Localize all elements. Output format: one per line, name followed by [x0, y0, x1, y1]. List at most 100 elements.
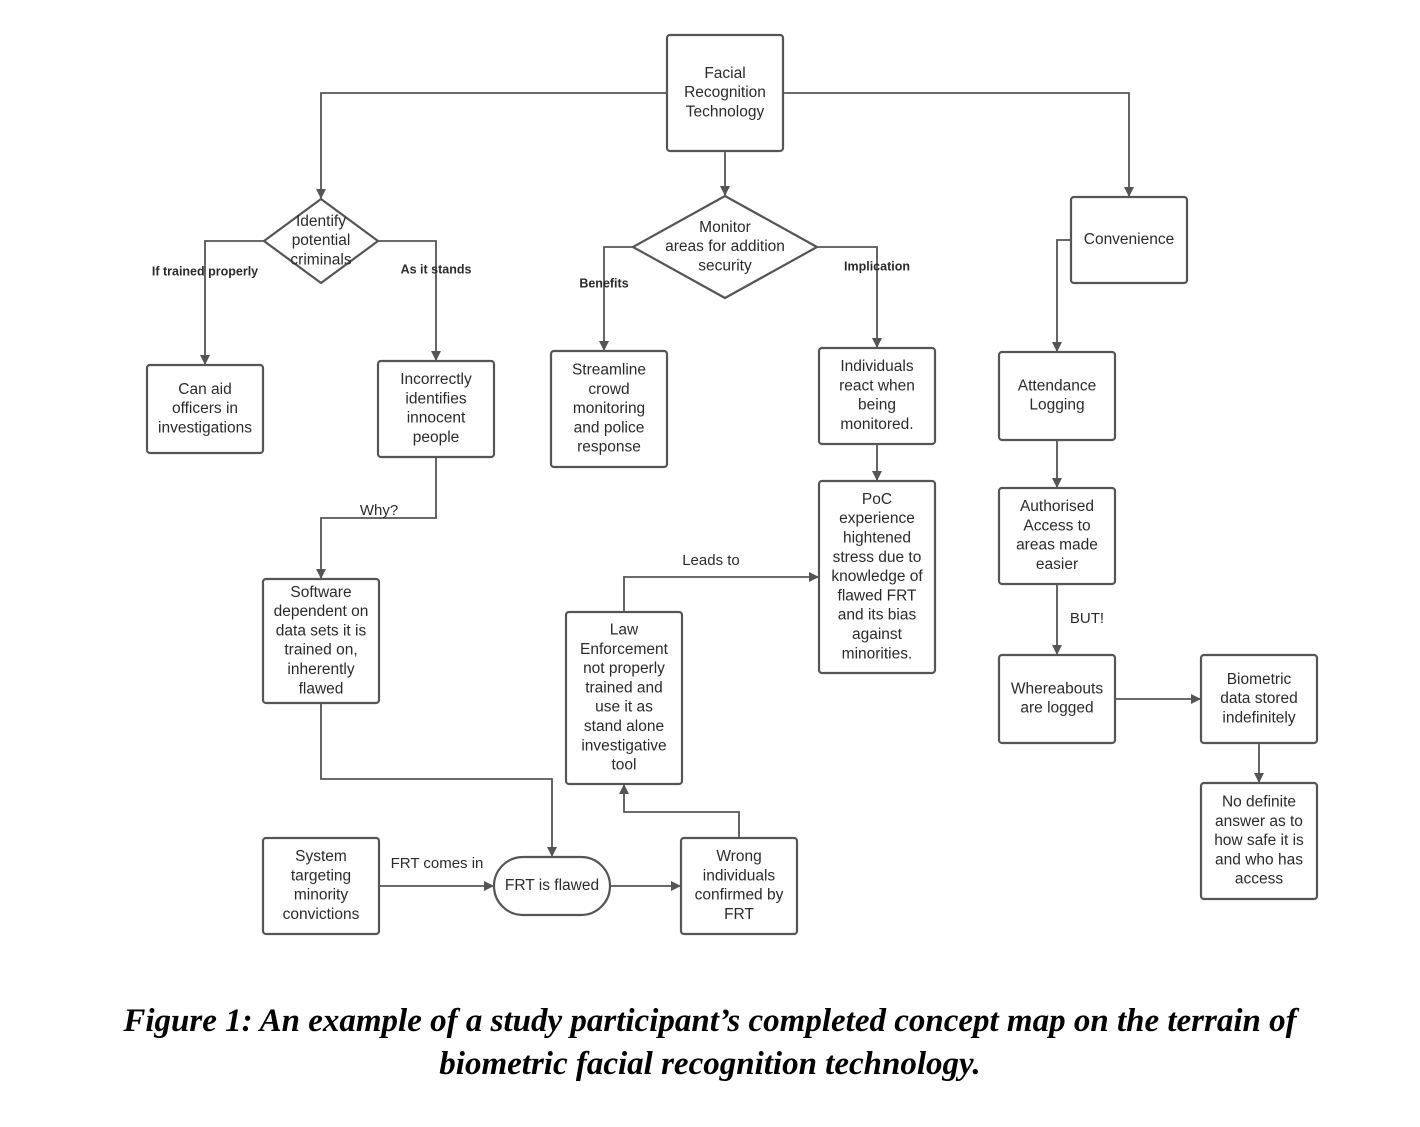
- node-poc-line: flawed FRT: [838, 587, 917, 604]
- node-law-line: trained and: [585, 679, 663, 696]
- node-whereabouts-line: Whereabouts: [1011, 680, 1103, 697]
- node-law-line: use it as: [595, 699, 653, 716]
- node-wrong-line: Wrong: [716, 848, 761, 865]
- node-poc-line: and its bias: [838, 607, 917, 624]
- edge-monitor-to-streamline: [599, 246, 633, 351]
- node-wrong-line: individuals: [703, 867, 776, 884]
- node-wrong-line: FRT: [724, 906, 754, 923]
- node-law-shape: [564, 610, 684, 786]
- node-authorised-line: Authorised: [1020, 498, 1094, 515]
- node-individuals-shape: [817, 346, 937, 446]
- node-no-definite-line: and who has: [1215, 851, 1303, 868]
- node-no-definite-line: how safe it is: [1214, 832, 1304, 849]
- node-software: Software dependent on data sets it is train…: [261, 577, 381, 705]
- node-software-line: flawed: [299, 680, 344, 697]
- edge-convenience-to-attendance: [1052, 239, 1071, 352]
- edge-software-to-flawed: [320, 703, 557, 857]
- node-authorised-line: easier: [1036, 556, 1078, 573]
- node-poc-line: stress due to: [833, 549, 922, 566]
- node-individuals-line: being: [858, 397, 896, 414]
- edge-law-to-poc: [623, 572, 819, 612]
- node-software-line: data sets it is: [276, 622, 367, 639]
- node-individuals: Individuals react when being monitored.: [817, 346, 937, 446]
- node-biometric-line: Biometric: [1227, 671, 1292, 688]
- node-whereabouts: Whereabouts are logged: [997, 653, 1117, 745]
- node-individuals-line: react when: [839, 377, 915, 394]
- node-authorised-line: Access to: [1023, 517, 1090, 534]
- node-software-line: inherently: [287, 661, 354, 678]
- node-poc-line: against: [852, 626, 903, 643]
- node-can-aid-line: investigations: [158, 419, 252, 436]
- node-no-definite-line: access: [1235, 871, 1283, 888]
- node-biometric-line: indefinitely: [1222, 709, 1295, 726]
- node-law-line: tool: [612, 757, 637, 774]
- node-individuals-line: monitored.: [840, 416, 913, 433]
- caption-line-1: Figure 1: An example of a study particip…: [123, 1003, 1297, 1039]
- node-wrong: Wrong individuals confirmed by FRT: [679, 836, 799, 936]
- edge-label-identify-to-incorrectly: As it stands: [401, 262, 472, 276]
- edge-identify-to-can-aid: [200, 240, 264, 365]
- edge-frt-to-identify: [316, 92, 667, 199]
- node-frt-line: Technology: [686, 103, 765, 120]
- edge-frt-to-convenience: [783, 92, 1134, 197]
- node-whereabouts-line: are logged: [1020, 700, 1093, 717]
- node-system-line: System: [295, 848, 347, 865]
- node-authorised-shape: [997, 486, 1117, 586]
- node-wrong-line: confirmed by: [695, 887, 784, 904]
- node-convenience-line: Convenience: [1084, 231, 1174, 248]
- edge-monitor-to-individuals: [817, 246, 882, 348]
- node-biometric-line: data stored: [1220, 690, 1298, 707]
- node-poc-shape: [817, 479, 937, 675]
- node-incorrectly-line: innocent: [407, 410, 466, 427]
- edge-label-identify-to-can-aid: If trained properly: [152, 264, 258, 278]
- edges-layer: [200, 92, 1264, 891]
- node-software-shape: [261, 577, 381, 705]
- node-system-line: convictions: [283, 906, 360, 923]
- node-individuals-line: Individuals: [840, 358, 913, 375]
- node-flawed-line: FRT is flawed: [505, 877, 599, 894]
- node-authorised-line: areas made: [1016, 537, 1098, 554]
- edge-label-monitor-to-streamline: Benefits: [579, 276, 628, 290]
- node-biometric: Biometric data stored indefinitely: [1199, 653, 1319, 745]
- edge-label-authorised-to-whereabouts: BUT!: [1070, 610, 1104, 627]
- node-attendance-line: Attendance: [1018, 377, 1096, 394]
- node-biometric-shape: [1199, 653, 1319, 745]
- node-software-line: Software: [290, 584, 351, 601]
- node-attendance-shape: [997, 350, 1117, 442]
- node-poc-line: hightened: [843, 529, 911, 546]
- edge-label-monitor-to-individuals: Implication: [844, 259, 910, 273]
- node-convenience-shape: [1069, 195, 1189, 285]
- node-poc-line: PoC: [862, 491, 892, 508]
- node-monitor-shape: [631, 194, 819, 300]
- node-identify: Identify potential criminals: [262, 197, 380, 285]
- edge-label-law-to-poc: Leads to: [682, 552, 740, 569]
- node-software-line: dependent on: [274, 603, 369, 620]
- node-convenience: Convenience: [1069, 195, 1189, 285]
- node-attendance-line: Logging: [1029, 397, 1084, 414]
- edge-label-system-to-flawed: FRT comes in: [391, 855, 484, 872]
- edge-label-incorrectly-to-software: Why?: [360, 502, 398, 519]
- node-law-line: investigative: [581, 737, 666, 754]
- node-streamline-line: Streamline: [572, 361, 646, 378]
- node-can-aid-line: Can aid: [178, 381, 231, 398]
- edge-wrong-to-law: [619, 784, 740, 838]
- node-identify-line: criminals: [290, 251, 351, 268]
- node-system-shape: [261, 836, 381, 936]
- node-frt-line: Facial: [704, 65, 745, 82]
- node-software-line: trained on,: [284, 642, 357, 659]
- node-identify-line: potential: [292, 232, 351, 249]
- node-identify-line: Identify: [296, 213, 346, 230]
- node-frt-shape: [665, 33, 785, 153]
